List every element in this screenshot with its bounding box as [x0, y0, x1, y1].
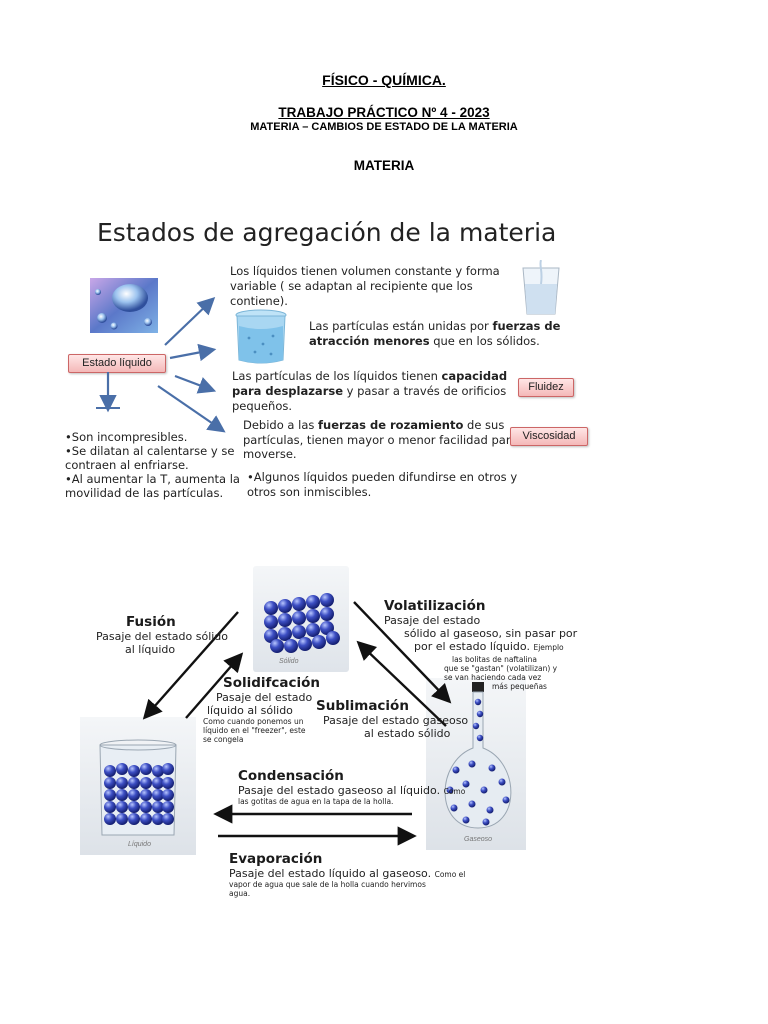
solidificacion-title: Solidifcación [203, 675, 320, 691]
solidificacion-block: Solidifcación Pasaje del estado líquido … [203, 675, 320, 744]
condensacion-block: Condensación Pasaje del estado gaseoso a… [238, 768, 465, 806]
evaporacion-block: Evaporación Pasaje del estado líquido al… [229, 851, 465, 898]
sublimacion-block: Sublimación Pasaje del estado gaseoso al… [316, 698, 468, 740]
volatilizacion-title: Volatilización [384, 598, 577, 614]
sublimacion-title: Sublimación [316, 698, 468, 714]
fusion-title: Fusión [96, 614, 228, 630]
condensacion-title: Condensación [238, 768, 465, 784]
evaporacion-title: Evaporación [229, 851, 465, 867]
volatilizacion-block: Volatilización Pasaje del estado sólido … [384, 598, 577, 691]
fusion-block: Fusión Pasaje del estado sólido al líqui… [96, 614, 228, 656]
